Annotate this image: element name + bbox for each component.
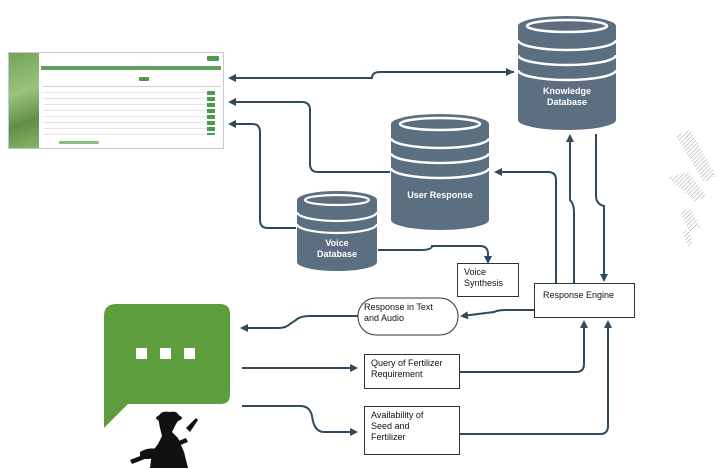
response-text-audio-label: Response in Text and Audio	[364, 302, 433, 323]
connector-lines	[228, 68, 612, 436]
voice-database-cylinder	[295, 191, 379, 271]
voice-synthesis-box: Voice Synthesis	[457, 263, 519, 297]
thumbnail-table-row	[43, 122, 213, 123]
thumbnail-table-row	[43, 110, 213, 111]
knowledge-database-label: Knowledge Database	[542, 86, 591, 107]
thumbnail-table-header	[43, 86, 221, 87]
arrow-chat-to-availability	[242, 405, 358, 436]
thumbnail-header-bar	[41, 66, 221, 70]
arrow-response-to-chat	[240, 315, 358, 332]
thumbnail-sidebar	[9, 53, 39, 148]
chat-bubble-icon	[104, 304, 230, 428]
thumbnail-table-row	[43, 92, 213, 93]
arrow-voice-to-app	[228, 120, 296, 229]
arrow-userresponse-to-app	[228, 98, 390, 173]
watermark-hatch-mark	[668, 130, 716, 246]
thumbnail-pagination	[59, 141, 99, 144]
app-dashboard-thumbnail	[8, 52, 224, 149]
voice-database-label: Voice Database	[316, 238, 358, 259]
arrow-knowledge-to-engine	[595, 134, 608, 282]
arrow-knowledge-to-app	[228, 71, 514, 82]
arrow-engine-to-userresponse	[494, 168, 557, 284]
thumbnail-table-row	[43, 104, 213, 105]
farmer-silhouette-icon	[122, 410, 198, 468]
knowledge-database-cylinder	[516, 16, 618, 130]
arrow-engine-to-knowledge	[566, 134, 575, 284]
user-response-database-label: User Response	[407, 190, 473, 200]
thumbnail-button	[207, 56, 219, 61]
thumbnail-table-row	[43, 116, 213, 117]
arrow-availability-to-engine	[460, 320, 612, 435]
thumbnail-table-row	[43, 128, 213, 129]
thumbnail-action-buttons	[207, 91, 215, 135]
thumbnail-table-row	[43, 134, 213, 135]
query-fertilizer-box: Query of Fertilizer Requirement	[364, 354, 460, 389]
arrow-voice-to-synthesis	[378, 245, 492, 264]
thumbnail-table-row	[43, 98, 213, 99]
arrow-query-to-engine	[460, 320, 588, 373]
availability-seed-box: Availability of Seed and Fertilizer	[364, 406, 460, 455]
arrow-engine-to-response	[460, 309, 534, 320]
response-text-audio-shape	[357, 297, 459, 336]
thumbnail-filter-button	[139, 77, 149, 81]
user-response-database-cylinder	[389, 114, 491, 230]
response-engine-box: Response Engine	[534, 283, 635, 318]
